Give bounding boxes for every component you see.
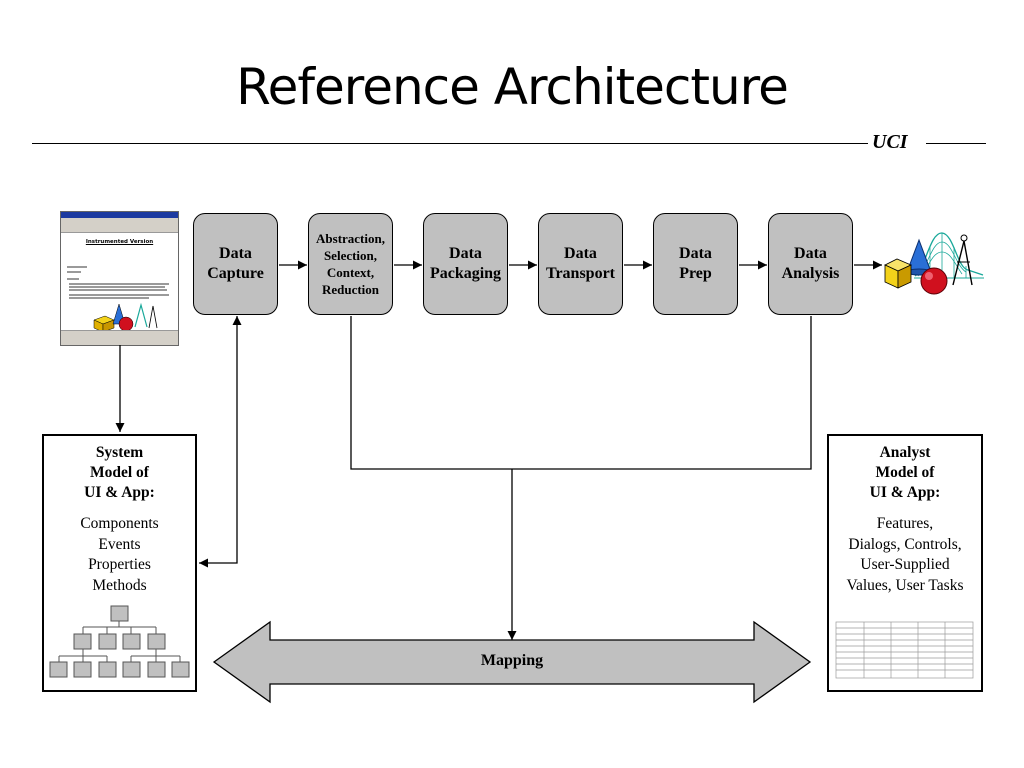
thumbnail-text-line	[67, 278, 79, 280]
stage-label: Data Transport	[545, 245, 616, 282]
analyst-model-item: Values, User Tasks	[846, 576, 964, 594]
system-model-item: Components	[80, 515, 159, 532]
thumbnail-heading: Instrumented Version	[85, 239, 154, 245]
stage-data-capture: Data Capture	[193, 213, 278, 315]
footer-brand: UCI	[872, 131, 908, 153]
thumbnail-text-line	[69, 289, 167, 291]
analyst-model-item: User-Supplied	[860, 556, 950, 573]
stage-data-analysis: Data Analysis	[768, 213, 853, 315]
system-model-item: Properties	[88, 556, 151, 573]
arrow-capture-system-model	[199, 316, 242, 568]
thumbnail-graphic	[93, 302, 158, 332]
thumbnail-statusbar	[61, 330, 178, 345]
system-model-item: Events	[98, 535, 141, 553]
system-model-item: Methods	[92, 576, 147, 594]
stage-abstraction: Abstraction, Selection, Context, Reducti…	[308, 213, 393, 315]
analyst-table-graphic	[835, 621, 974, 679]
thumbnail-text-line	[69, 297, 149, 299]
thumbnail-text-line	[67, 271, 81, 273]
thumbnail-text-line	[69, 286, 165, 288]
analyst-model-item: Dialogs, Controls,	[848, 535, 962, 553]
mapping-double-arrow	[212, 620, 812, 704]
stage-data-packaging: Data Packaging	[423, 213, 508, 315]
stage-data-prep: Data Prep	[653, 213, 738, 315]
slide-title: Reference Architecture	[236, 58, 789, 116]
component-tree-graphic	[49, 605, 190, 678]
analyst-model-title: Analyst Model of UI & App:	[869, 444, 941, 501]
analysis-output-graphic	[884, 232, 984, 295]
connector-abstraction-analysis	[350, 316, 812, 470]
title-rule-left	[32, 143, 868, 144]
stage-label: Data Capture	[207, 245, 264, 282]
system-model-box: System Model of UI & App: Components Eve…	[42, 434, 197, 692]
system-model-title: System Model of UI & App:	[84, 444, 155, 501]
thumbnail-text-line	[69, 294, 169, 296]
stage-label: Data Prep	[679, 245, 712, 282]
system-model-list: Components Events Properties Methods	[44, 514, 195, 596]
stage-label: Data Packaging	[429, 245, 502, 282]
title-rule-right	[926, 143, 986, 144]
thumbnail-toolbar	[61, 218, 178, 233]
instrumented-app-thumbnail: Instrumented Version	[60, 211, 179, 346]
stage-label: Abstraction, Selection, Context, Reducti…	[316, 231, 385, 297]
analyst-model-item: Features,	[876, 515, 934, 532]
thumbnail-text-line	[69, 283, 169, 285]
thumbnail-text-line	[67, 266, 87, 268]
stage-label: Data Analysis	[781, 245, 840, 282]
analyst-model-list: Features, Dialogs, Controls, User-Suppli…	[829, 514, 981, 596]
stage-data-transport: Data Transport	[538, 213, 623, 315]
mapping-label: Mapping	[480, 652, 544, 669]
